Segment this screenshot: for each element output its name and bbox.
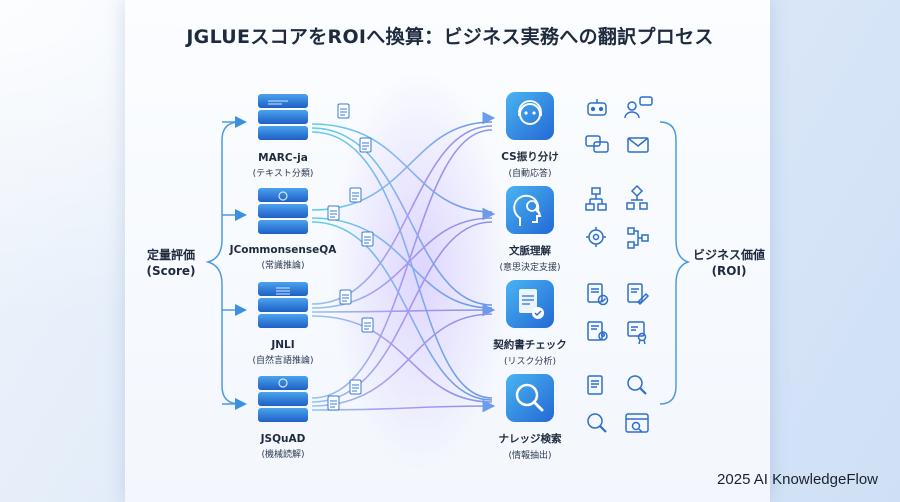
task-name: 文脈理解 <box>509 245 551 257</box>
server-stack-icon-jsquad <box>258 376 308 422</box>
doc-chip-icon <box>361 231 374 247</box>
task-name: CS振り分け <box>501 151 559 163</box>
server-stack-icon-marc <box>258 94 308 140</box>
gear-user-icon <box>586 227 606 247</box>
dataset-desc: (機械読解) <box>261 450 305 460</box>
doc-chip-icon <box>349 379 362 395</box>
task-label-contract: 契約書チェック (リスク分析) <box>470 337 590 367</box>
task-desc: (自動応答) <box>508 169 552 179</box>
decision-tree-icon <box>626 184 648 210</box>
doc-chips <box>327 103 374 411</box>
task-name: 契約書チェック <box>493 339 567 351</box>
doc-chip-icon <box>361 317 374 333</box>
right-label-line2: (ROI) <box>711 264 747 278</box>
search-icon <box>627 375 647 395</box>
doc-chip-icon <box>327 395 340 411</box>
contract-sign-icon <box>627 283 650 306</box>
dataset-label-jnli: JNLI (自然言語推論) <box>223 339 343 366</box>
dataset-label-marc: MARC-ja (テキスト分類) <box>223 152 343 179</box>
certificate-icon <box>627 321 647 345</box>
right-label-line1: ビジネス価値 <box>692 248 765 262</box>
robot-headset-icon <box>506 92 554 140</box>
browser-search-icon <box>625 413 649 433</box>
task-label-context: 文脈理解 (意思決定支援) <box>470 243 590 273</box>
document-check-icon <box>506 280 554 328</box>
document-icon <box>587 375 603 395</box>
robot-icon <box>587 99 607 116</box>
left-label-line2: (Score) <box>146 264 196 278</box>
doc-chip-icon <box>327 205 340 221</box>
task-desc: (情報抽出) <box>508 451 552 461</box>
page-title: JGLUEスコアをROIへ換算：ビジネス実務への翻訳プロセス <box>186 26 714 48</box>
dataset-name: JSQuAD <box>260 433 306 445</box>
chat-bubbles-icon <box>585 135 609 153</box>
flowchart-icon <box>585 187 607 211</box>
doc-chip-icon <box>349 187 362 203</box>
doc-chip-icon <box>359 137 372 153</box>
server-stack-icon-jnli <box>258 282 308 328</box>
server-stack-icon-jcqa <box>258 188 308 234</box>
task-label-cs: CS振り分け (自動応答) <box>470 149 590 179</box>
workflow-icon <box>627 227 649 249</box>
document-user-icon <box>587 321 608 341</box>
dataset-name: MARC-ja <box>258 152 308 164</box>
watermark: 2025 AI KnowledgeFlow <box>717 471 878 488</box>
task-desc: (リスク分析) <box>503 357 557 367</box>
dataset-desc: (テキスト分類) <box>252 169 314 179</box>
dataset-name: JNLI <box>271 339 295 351</box>
doc-chip-icon <box>337 103 350 119</box>
user-chat-icon <box>624 96 653 119</box>
mail-icon <box>627 137 649 153</box>
head-magnifier-icon <box>506 186 554 234</box>
dataset-desc: (自然言語推論) <box>252 356 314 366</box>
task-desc: (意思決定支援) <box>499 263 561 273</box>
left-label-line1: 定量評価 <box>146 248 195 262</box>
left-label: 定量評価 (Score) <box>140 247 202 279</box>
doc-chip-icon <box>339 289 352 305</box>
dataset-label-jcommonsenseqa: JCommonsenseQA (常識推論) <box>213 244 353 271</box>
document-check-icon-small <box>587 283 609 306</box>
task-name: ナレッジ検索 <box>498 433 562 445</box>
dataset-label-jsquad: JSQuAD (機械読解) <box>223 433 343 460</box>
task-label-knowledge: ナレッジ検索 (情報抽出) <box>470 431 590 461</box>
magnifier-icon <box>506 374 554 422</box>
right-label: ビジネス価値 (ROI) <box>684 247 774 279</box>
search-icon <box>587 413 607 433</box>
dataset-desc: (常識推論) <box>261 261 305 271</box>
dataset-name: JCommonsenseQA <box>229 244 337 256</box>
